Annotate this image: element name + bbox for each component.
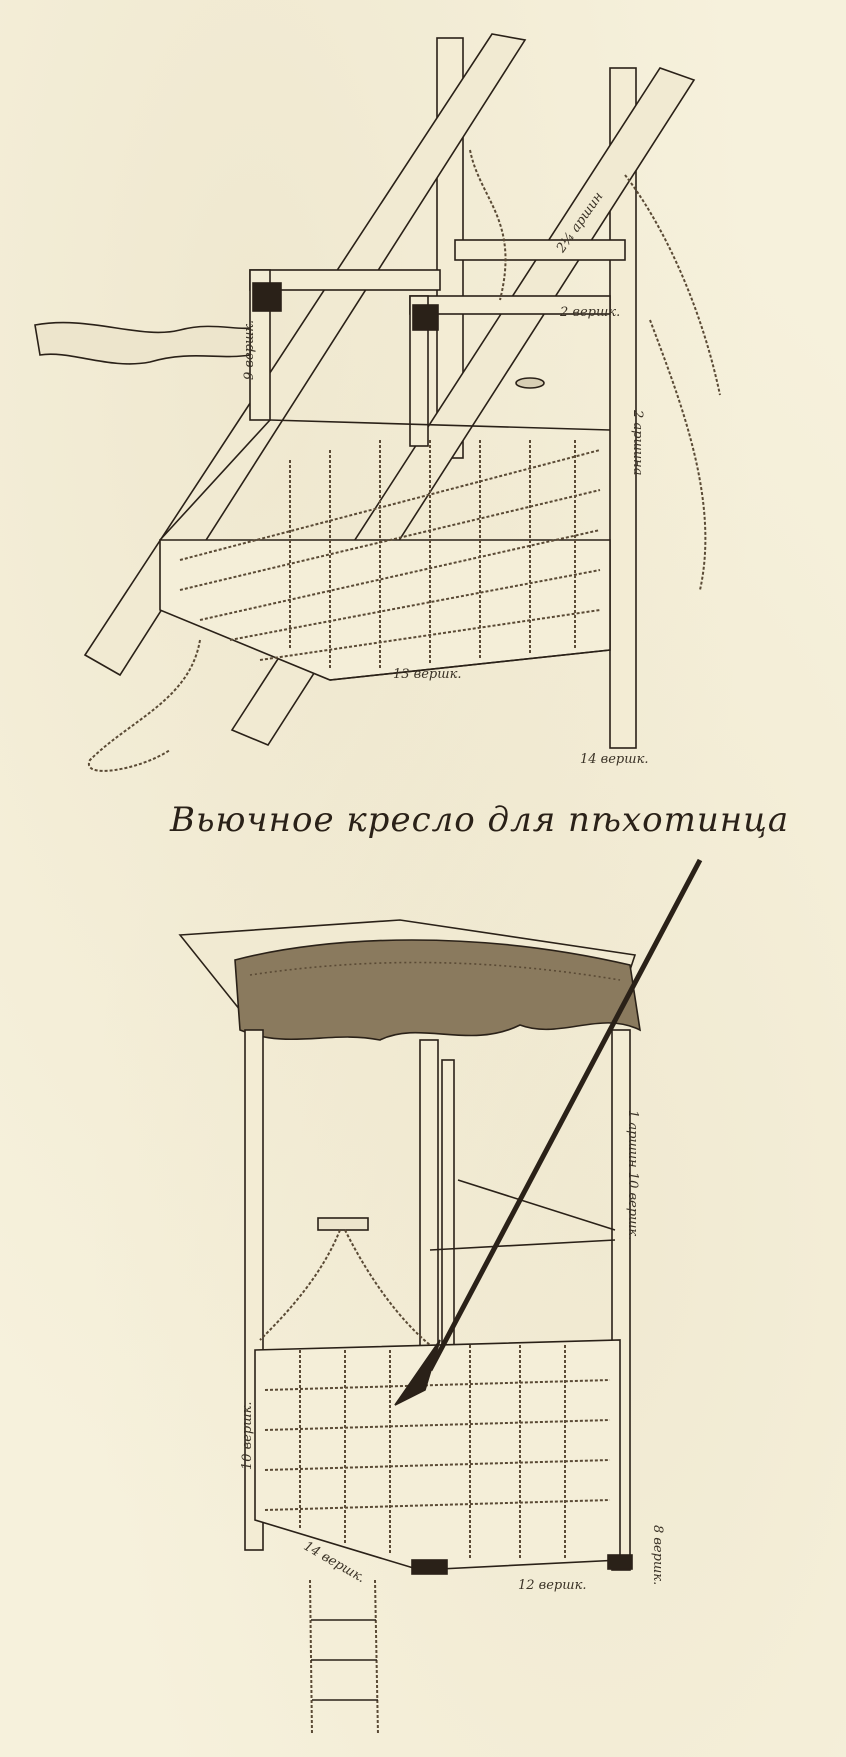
label-left-side: 10 вершк. <box>240 1401 255 1470</box>
label-bottom-front: 13 вершк. <box>393 667 462 682</box>
label-bottom-right: 14 вершк. <box>580 752 649 767</box>
label-right-bottom: 8 вершк. <box>650 1525 665 1586</box>
label-bottom-right: 12 вершк. <box>518 1578 587 1593</box>
plate-caption: Вьючное кресло для пѣхотинца <box>170 800 790 840</box>
label-right-height: 1 аршин 10 вершк. <box>625 1110 640 1241</box>
label-top-right: 2 вершк. <box>560 305 621 320</box>
